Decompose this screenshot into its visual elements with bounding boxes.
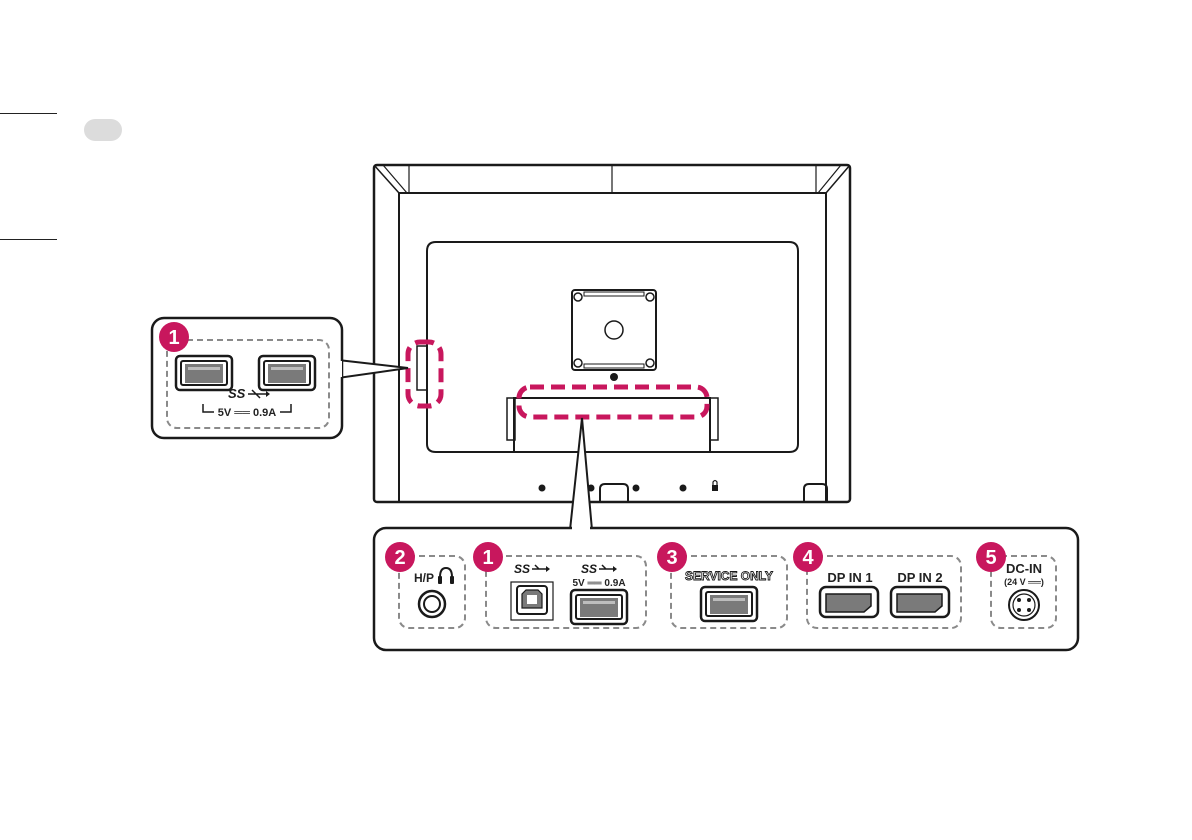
headphone-label: H/P (414, 571, 434, 585)
badge-3: 3 (657, 542, 687, 572)
usb-b-port-icon (511, 582, 553, 620)
svg-text:1: 1 (482, 547, 493, 569)
dc-jack-icon (1009, 590, 1039, 620)
badge-1: 1 (473, 542, 503, 572)
dp-in-2-label: DP IN 2 (897, 570, 942, 585)
svg-text:5: 5 (985, 547, 996, 569)
dc-in-label: DC-IN (1006, 561, 1042, 576)
vesa-plate (572, 290, 656, 381)
svg-text:2: 2 (394, 547, 405, 569)
usb-a-port-icon (701, 587, 757, 621)
dc-in-rating: (24 V ══) (1004, 577, 1044, 587)
svg-text:3: 3 (666, 547, 677, 569)
badge-4: 4 (793, 542, 823, 572)
displayport-icon (891, 587, 949, 617)
usb-rating: 5V ══ 0.9A (572, 578, 625, 589)
usb-a-port-icon (176, 356, 232, 390)
badge-2: 2 (385, 542, 415, 572)
usb-logo-text: SS (228, 386, 246, 401)
dp-in-1-label: DP IN 1 (827, 570, 872, 585)
badge-1: 1 (159, 322, 189, 352)
monitor-back (374, 165, 850, 502)
usb-a-port-icon (259, 356, 315, 390)
svg-text:1: 1 (168, 327, 179, 349)
service-label: SERVICE ONLY (685, 569, 773, 583)
svg-text:4: 4 (802, 547, 814, 569)
svg-text:SS: SS (581, 562, 597, 576)
usb-rating: 5V ══ 0.9A (218, 407, 276, 419)
usb-a-port-icon (571, 590, 627, 624)
displayport-icon (820, 587, 878, 617)
svg-text:SS: SS (514, 562, 530, 576)
badge-5: 5 (976, 542, 1006, 572)
side-usb-callout: SS 5V ══ 0.9A 1 (152, 318, 408, 438)
